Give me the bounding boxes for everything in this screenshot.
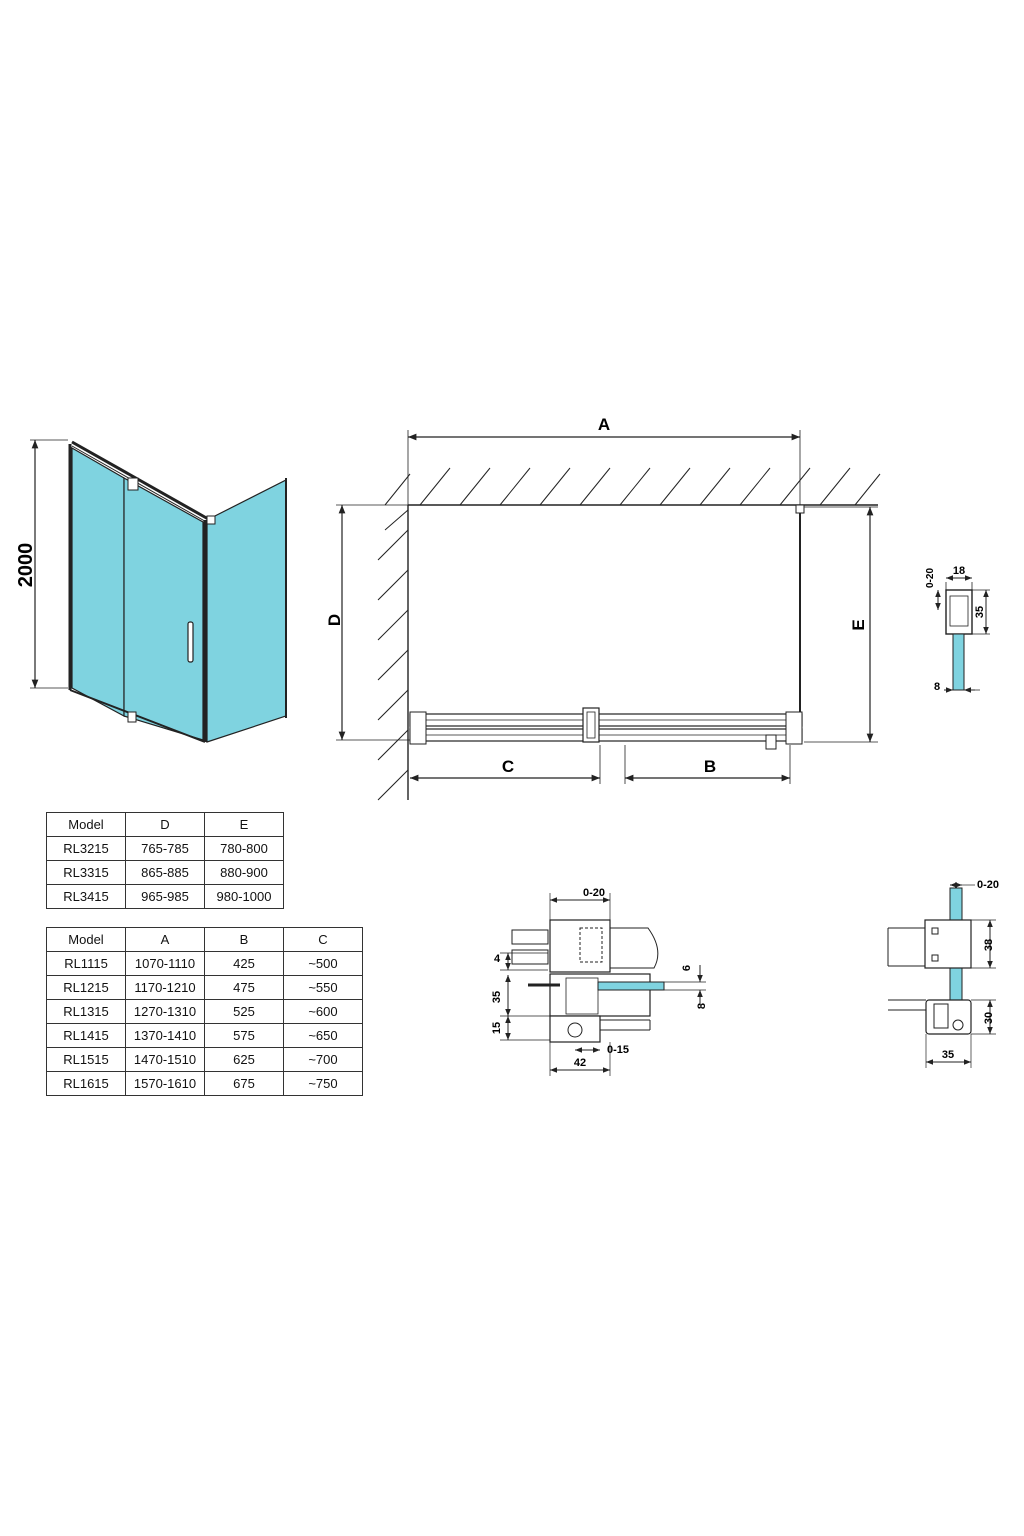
- table-cell: RL1415: [46, 1023, 126, 1048]
- table-cell: ~750: [283, 1071, 363, 1096]
- table-cell: 880-900: [204, 860, 284, 885]
- table-cell: 865-885: [125, 860, 205, 885]
- table-row: RL3315 865-885 880-900: [46, 860, 284, 885]
- table-cell: RL3315: [46, 860, 126, 885]
- table-cell: ~550: [283, 975, 363, 1000]
- table-cell: RL3215: [46, 836, 126, 861]
- dim-c-label: C: [502, 757, 514, 776]
- table-cell: ~700: [283, 1047, 363, 1072]
- table-cell: 780-800: [204, 836, 284, 861]
- table-cell: 765-785: [125, 836, 205, 861]
- detail-wall-8-label: 8: [696, 1003, 708, 1009]
- table-cell: RL1115: [46, 951, 126, 976]
- detail-profile-18-label: 18: [953, 565, 965, 577]
- model-abc-table: Model A B C RL1115 1070-1110 425 ~500 RL…: [46, 927, 363, 1096]
- detail-wall-42-label: 42: [574, 1057, 586, 1069]
- table-cell: RL1515: [46, 1047, 126, 1072]
- detail-profile-8-label: 8: [934, 681, 940, 693]
- detail-profile-0-20-label: 0-20: [925, 568, 936, 588]
- table-row: RL3415 965-985 980-1000: [46, 884, 284, 909]
- table-cell: RL1615: [46, 1071, 126, 1096]
- model-de-table: Model D E RL3215 765-785 780-800 RL3315 …: [46, 812, 284, 909]
- detail-wall-0-15-label: 0-15: [607, 1044, 629, 1056]
- table-cell: 1270-1310: [125, 999, 205, 1024]
- table-row: RL1615 1570-1610 675 ~750: [46, 1071, 363, 1096]
- table-cell: 1570-1610: [125, 1071, 205, 1096]
- table-cell: 1070-1110: [125, 951, 205, 976]
- detail-fixed-panel: 0-20 38 30 35: [887, 879, 999, 1068]
- table-cell: 475: [204, 975, 284, 1000]
- table-header-cell: Model: [46, 927, 126, 952]
- table-header-cell: C: [283, 927, 363, 952]
- sliding-glass-door: [123, 476, 204, 741]
- table-header-cell: Model: [46, 812, 126, 837]
- table-cell: 1470-1510: [125, 1047, 205, 1072]
- table-header-cell: D: [125, 812, 205, 837]
- table-header-row: Model D E: [46, 812, 284, 837]
- table-header-row: Model A B C: [46, 927, 363, 952]
- detail-fixed-38-label: 38: [983, 939, 995, 951]
- table-header-cell: A: [125, 927, 205, 952]
- detail-wall-35-label: 35: [491, 991, 503, 1003]
- dim-b-label: B: [704, 757, 716, 776]
- table-cell: 425: [204, 951, 284, 976]
- table-row: RL3215 765-785 780-800: [46, 836, 284, 861]
- detail-wall-0-20-label: 0-20: [583, 887, 605, 899]
- detail-fixed-30-label: 30: [983, 1012, 995, 1024]
- table-row: RL1515 1470-1510 625 ~700: [46, 1047, 363, 1072]
- height-2000-label: 2000: [15, 543, 37, 588]
- detail-profile-35-label: 35: [974, 606, 986, 618]
- detail-fixed-35-label: 35: [942, 1049, 954, 1061]
- dim-a-label: A: [598, 415, 610, 434]
- detail-profile: 18 0-20 35 8: [925, 565, 990, 693]
- side-glass-panel: [206, 479, 287, 743]
- detail-wall-15-label: 15: [491, 1022, 503, 1034]
- detail-fixed-0-20-label: 0-20: [977, 879, 999, 891]
- table-cell: RL1215: [46, 975, 126, 1000]
- table-header-cell: B: [204, 927, 284, 952]
- fixed-glass-panel: [71, 446, 125, 718]
- table-cell: 980-1000: [204, 884, 284, 909]
- dim-d-label: D: [325, 614, 344, 626]
- table-cell: ~650: [283, 1023, 363, 1048]
- detail-wall-mount: 4 0-20 35 15 6 8 0-15 42: [491, 887, 708, 1076]
- table-cell: RL3415: [46, 884, 126, 909]
- table-row: RL1115 1070-1110 425 ~500: [46, 951, 363, 976]
- table-cell: 1370-1410: [125, 1023, 205, 1048]
- table-header-cell: E: [204, 812, 284, 837]
- table-cell: ~600: [283, 999, 363, 1024]
- dim-e-label: E: [849, 619, 868, 630]
- door-handle-icon: [187, 621, 194, 663]
- table-cell: 625: [204, 1047, 284, 1072]
- table-cell: 675: [204, 1071, 284, 1096]
- table-cell: 575: [204, 1023, 284, 1048]
- table-cell: 525: [204, 999, 284, 1024]
- perspective-view: 2000: [15, 439, 287, 743]
- table-cell: RL1315: [46, 999, 126, 1024]
- table-row: RL1315 1270-1310 525 ~600: [46, 999, 363, 1024]
- plan-view: A D E C B: [325, 415, 881, 801]
- table-row: RL1215 1170-1210 475 ~550: [46, 975, 363, 1000]
- table-row: RL1415 1370-1410 575 ~650: [46, 1023, 363, 1048]
- table-cell: ~500: [283, 951, 363, 976]
- table-cell: 1170-1210: [125, 975, 205, 1000]
- table-cell: 965-985: [125, 884, 205, 909]
- detail-wall-4-label: 4: [494, 953, 501, 965]
- detail-wall-6-label: 6: [681, 965, 693, 971]
